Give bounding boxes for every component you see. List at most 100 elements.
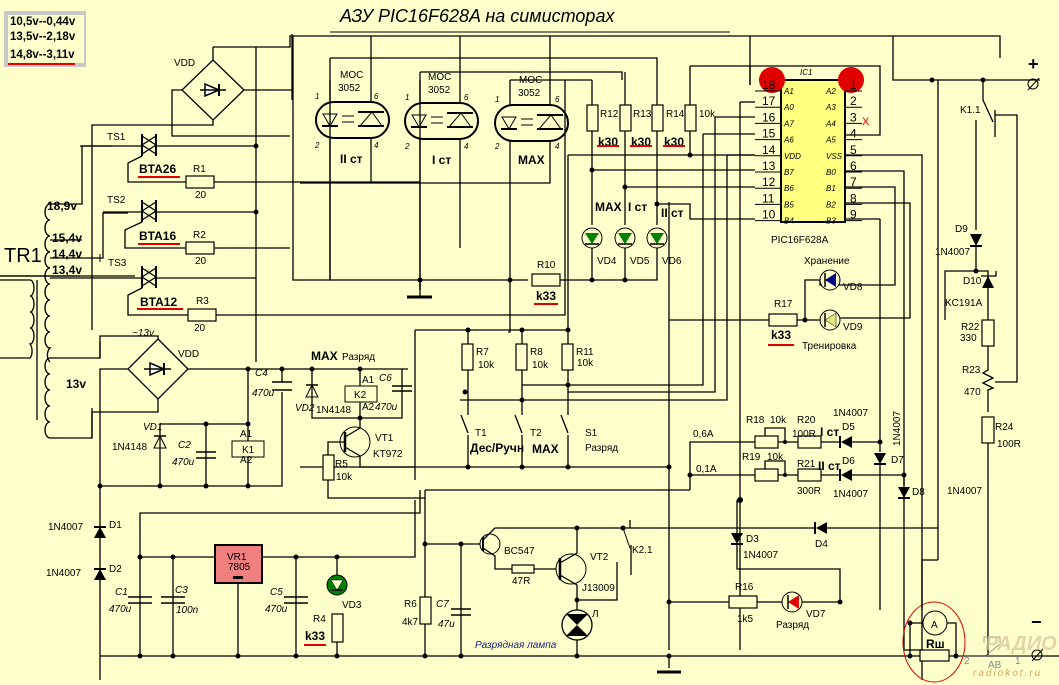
ic-pin-name: B1 (826, 184, 836, 193)
ic-pin-name: B3 (826, 217, 836, 226)
resistor-r4 (331, 613, 344, 643)
opto-label: 3052 (428, 85, 451, 96)
resistor-value: k33 (771, 328, 791, 342)
voltage-row: 13,5v--2,18v (10, 31, 76, 43)
triac-part: BTA16 (139, 229, 176, 243)
resistor-name: R14 (666, 109, 685, 120)
ic-pin-number: 11 (762, 191, 775, 205)
pin-number: 6 (374, 92, 379, 101)
ic-pic16f628a (780, 79, 846, 223)
ic-pin-number: 12 (762, 175, 776, 189)
highlight-dot (838, 67, 864, 93)
ic-pin-name: VSS (826, 152, 843, 161)
relay-label: K1 (242, 445, 255, 456)
diode-name: D6 (842, 456, 855, 467)
stage-label: I ст (820, 425, 839, 439)
resistor-value: 20 (194, 323, 206, 334)
minus-terminal-icon[interactable] (1031, 648, 1044, 662)
bridge-2-label: VDD (178, 349, 199, 360)
led-vd9 (819, 309, 841, 331)
optocoupler-2 (404, 80, 479, 290)
ic-pin-name: A2 (825, 87, 836, 96)
current-label: 0,6A (693, 429, 714, 440)
led-name: VD6 (662, 256, 682, 267)
resistor-value: 47R (512, 576, 530, 587)
regulator-name: VR1 (227, 552, 247, 563)
led-name: VD7 (806, 609, 826, 620)
transistor-vt2 (555, 528, 587, 598)
led-vd5 (614, 227, 636, 249)
capacitor-name: C6 (379, 373, 392, 384)
transformer: TR1 (0, 145, 135, 439)
resistor-name: R11 (576, 347, 594, 358)
diode-name: D2 (109, 564, 122, 575)
ic-pin-name: A1 (783, 87, 794, 96)
ic-pin-name: B4 (784, 217, 794, 226)
voltage-row: 10,5v--0,44v (10, 16, 76, 28)
relay-k2 (344, 385, 378, 403)
pin-number: 4 (555, 142, 560, 151)
triac-part: BTA26 (139, 162, 176, 176)
switch-t2[interactable] (514, 414, 523, 467)
pin-number: 6 (464, 93, 469, 102)
capacitor-value: 470u (265, 604, 288, 615)
resistor-name: R2 (193, 230, 206, 241)
ic-pin-number: 16 (762, 110, 776, 124)
relay-pin: A1 (362, 375, 375, 386)
relay-contact-label: K2.1 (632, 545, 653, 556)
pin-number: 1 (405, 93, 409, 102)
diode-name: VD1 (143, 422, 162, 433)
current-set-wiring (425, 219, 910, 650)
capacitor-name: C1 (115, 587, 128, 598)
diode-part: 1N4148 (112, 442, 147, 453)
switch-t1[interactable] (460, 414, 469, 467)
resistor-r16 (728, 595, 758, 609)
resistor-name: R7 (476, 347, 489, 358)
circuit-breaker (956, 636, 1035, 657)
diode-part: 1N4007 (947, 486, 982, 497)
resistor-name: R13 (633, 109, 652, 120)
bridge-1-label: VDD (174, 58, 195, 69)
ic-left-bus (460, 101, 755, 650)
triac-name: TS2 (107, 195, 126, 206)
breaker-pin: 2 (964, 656, 970, 667)
top-wiring (91, 34, 1001, 362)
ic-pin-name: A0 (783, 103, 794, 112)
diode-name: D8 (912, 487, 925, 498)
led-name: VD8 (843, 282, 863, 293)
switch-s1[interactable] (560, 414, 569, 467)
diode-name: D5 (842, 422, 855, 433)
section-heading: Разряд (342, 352, 375, 363)
capacitor-value: 470u (252, 388, 275, 399)
triac-ts1 (80, 134, 420, 189)
plus-terminal-icon[interactable] (1027, 77, 1040, 91)
switch-label: MAX (532, 442, 559, 456)
resistor-value: 330 (960, 333, 977, 344)
led-name: VD5 (630, 256, 650, 267)
led-label: Тренировка (802, 341, 857, 352)
breaker-pin: 1 (1015, 656, 1021, 667)
ic-pin-name: A3 (825, 103, 836, 112)
led-vd7 (781, 591, 803, 613)
minus-terminal-label: − (1031, 612, 1042, 632)
ic-pin-name: A7 (783, 119, 794, 128)
switch-label: Разряд (585, 443, 618, 454)
triac-ts2 (103, 200, 290, 255)
triac-ts3 (50, 80, 566, 322)
resistor-name: R10 (537, 260, 556, 271)
transistor-vt1 (327, 418, 415, 468)
triac-part: BTA12 (140, 295, 177, 309)
diode-part: 1N4007 (935, 247, 970, 258)
resistor-r8 (515, 343, 528, 371)
resistor-r10 (531, 273, 561, 287)
ic-ref: IC1 (800, 68, 812, 77)
zener-part: KC191A (945, 298, 983, 309)
opto-label: 3052 (518, 88, 541, 99)
ic-pin-name: A4 (825, 119, 836, 128)
secondary-voltage: 13v (66, 377, 86, 391)
diode-part: 1N4148 (316, 405, 351, 416)
resistor-name: R8 (530, 347, 543, 358)
resistor-name: R24 (995, 422, 1014, 433)
